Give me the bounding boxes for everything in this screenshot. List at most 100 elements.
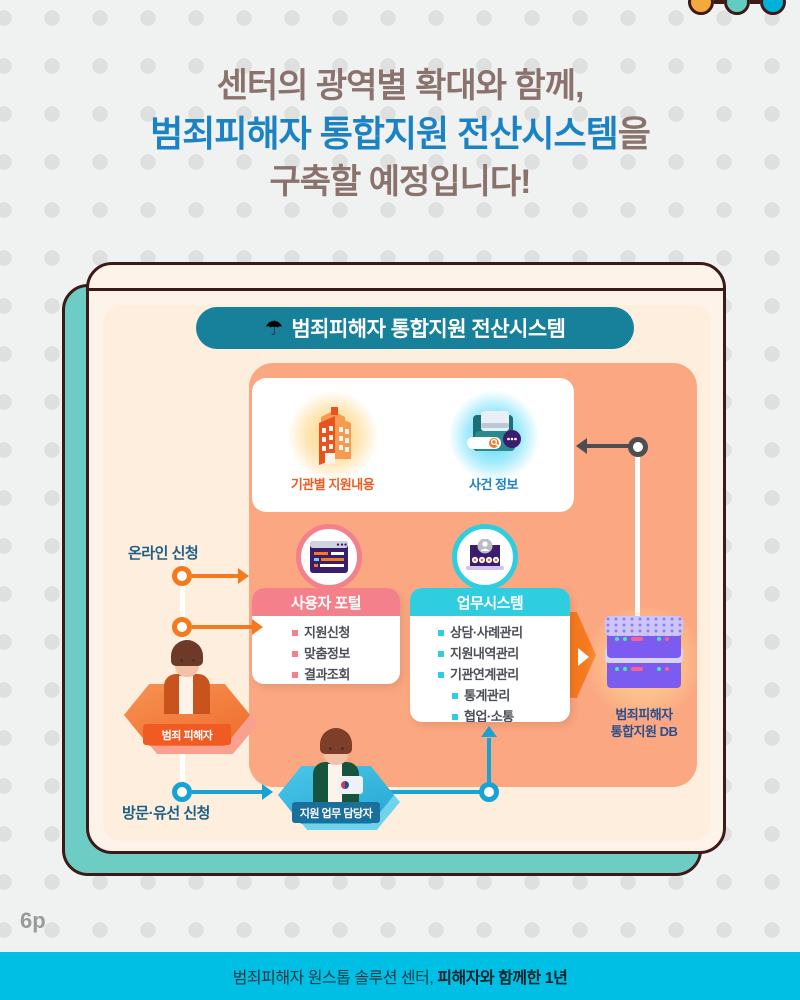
staff-to-system-line (386, 790, 482, 794)
portal-card-list: 지원신청 맞춤정보 결과조회 (252, 616, 400, 684)
staff-upward-line (487, 738, 491, 788)
portal-item-0: 지원신청 (304, 625, 350, 640)
info-item-agency-support: 기관별 지원내용 (263, 389, 403, 493)
dot-teal[interactable] (724, 0, 750, 15)
visit-arrow-head (262, 784, 273, 800)
list-item[interactable]: 상담·사례관리 (438, 622, 570, 643)
db-led (631, 667, 643, 671)
online-flow-node[interactable] (172, 566, 192, 586)
dot-connector-2 (750, 0, 760, 4)
database-block: 범죄피해자 통합지원 DB (582, 608, 706, 740)
victim-hair (171, 640, 203, 666)
portal-item-1: 맞춤정보 (304, 646, 350, 661)
page-title: 센터의 광역별 확대와 함께, 범죄피해자 통합지원 전산시스템을 구축할 예정… (0, 62, 800, 206)
victim-eye-right (192, 659, 195, 662)
victim-person (162, 640, 212, 714)
business-system-header: 업무시스템 (410, 588, 570, 616)
footer-bar: 범죄피해자 원스톱 솔루션 센터, 피해자와 함께한 1년 (0, 952, 800, 1000)
footer-text-lead: 범죄피해자 원스톱 솔루션 센터, (232, 970, 438, 987)
bullet-icon (438, 650, 444, 657)
business-system-list: 상담·사례관리 지원내역관리 기관연계관리 통계관리 협업·소통 (410, 616, 570, 722)
db-led (665, 637, 669, 641)
list-item[interactable]: 기관연계관리 (438, 664, 570, 685)
db-layer-bottom (605, 647, 683, 688)
info-label-agency-support: 기관별 지원내용 (290, 476, 375, 492)
online-flow-line (192, 574, 240, 578)
banner-title: 범죄피해자 통합지원 전산시스템 (291, 318, 566, 341)
dot-connector-1 (714, 0, 724, 4)
db-horizontal-line (586, 444, 636, 448)
window-control-dots (688, 0, 786, 15)
online-application-label: 온라인 신청 (128, 545, 199, 562)
bullet-icon (292, 650, 298, 657)
info-card: 기관별 지원내용 사건 정보 (252, 378, 574, 512)
visit-flow-line (192, 790, 264, 794)
db-led (623, 667, 627, 671)
db-led (631, 637, 643, 641)
bullet-icon (292, 671, 298, 678)
browser-window-icon (310, 541, 348, 573)
biz-item-0: 상담·사례관리 (450, 625, 523, 640)
page-number: 6p (20, 908, 46, 933)
dot-cyan[interactable] (760, 0, 786, 15)
building-icon (318, 406, 351, 465)
dot-orange[interactable] (688, 0, 714, 15)
online-arrow-head (238, 568, 249, 584)
victim-avatar: 범죄 피해자 (124, 640, 258, 754)
victim-name-tag: 범죄 피해자 (143, 724, 231, 745)
list-item[interactable]: 지원신청 (292, 622, 400, 643)
db-vertical-line (635, 452, 640, 624)
umbrella-icon: ☂ (264, 316, 284, 340)
db-label: 범죄피해자 통합지원 DB (588, 706, 700, 740)
staff-eye-left (329, 747, 332, 750)
db-flow-node[interactable] (628, 437, 648, 457)
db-led (615, 637, 619, 641)
victim-shirt (179, 676, 193, 714)
biz-item-2: 기관연계관리 (450, 667, 519, 682)
list-item[interactable]: 결과조회 (292, 664, 400, 684)
portal-item-2: 결과조회 (304, 667, 350, 682)
list-item[interactable]: 협업·소통 (438, 706, 570, 722)
db-led (665, 667, 669, 671)
title-line-2: 범죄피해자 통합지원 전산시스템을 (0, 110, 800, 158)
application-flow-line (192, 625, 254, 629)
portal-card-header: 사용자 포털 (252, 588, 400, 616)
list-item[interactable]: 통계관리 (438, 685, 570, 706)
db-label-line2: 통합지원 DB (610, 724, 678, 739)
staff-hair (320, 728, 352, 754)
list-item[interactable]: 지원내역관리 (438, 643, 570, 664)
application-arrow-head (252, 619, 263, 635)
footer-text-bold: 피해자와 함께한 1년 (437, 970, 568, 987)
server-stack-icon (588, 614, 700, 704)
list-item[interactable]: 맞춤정보 (292, 643, 400, 664)
db-led (657, 637, 661, 641)
title-accent-text: 범죄피해자 통합지원 전산시스템 (150, 113, 619, 154)
window-titlebar (89, 265, 723, 291)
laptop-user-icon (466, 539, 504, 570)
bullet-icon (452, 692, 458, 699)
business-system-icon-badge (452, 524, 518, 590)
application-flow-node[interactable] (172, 617, 192, 637)
db-led (615, 667, 619, 671)
staff-eye-right (341, 747, 344, 750)
staff-flow-node[interactable] (479, 782, 499, 802)
case-folder-search-icon (466, 410, 521, 451)
victim-eye-left (180, 659, 183, 662)
title-line-3: 구축할 예정입니다! (269, 163, 531, 201)
db-top-vent-grid (605, 616, 683, 636)
business-system-card: 업무시스템 상담·사례관리 지원내역관리 기관연계관리 통계관리 협업·소통 (410, 588, 570, 722)
staff-avatar: 지원 업무 담당자 (278, 728, 400, 830)
case-folder-icon-wrap (424, 389, 564, 482)
visit-flow-node[interactable] (172, 782, 192, 802)
title-line-1: 센터의 광역별 확대와 함께, (216, 67, 585, 105)
db-return-arrow-head (576, 438, 587, 454)
bullet-icon (438, 629, 444, 636)
system-banner: ☂ 범죄피해자 통합지원 전산시스템 (196, 307, 634, 349)
bullet-icon (438, 671, 444, 678)
db-led (657, 667, 661, 671)
footer-text: 범죄피해자 원스톱 솔루션 센터, 피해자와 함께한 1년 (233, 964, 568, 988)
portal-icon-badge (296, 524, 362, 590)
tablet-icon (337, 776, 363, 794)
staff-upward-arrow-head (481, 726, 497, 737)
info-item-case-info: 사건 정보 (424, 389, 564, 493)
